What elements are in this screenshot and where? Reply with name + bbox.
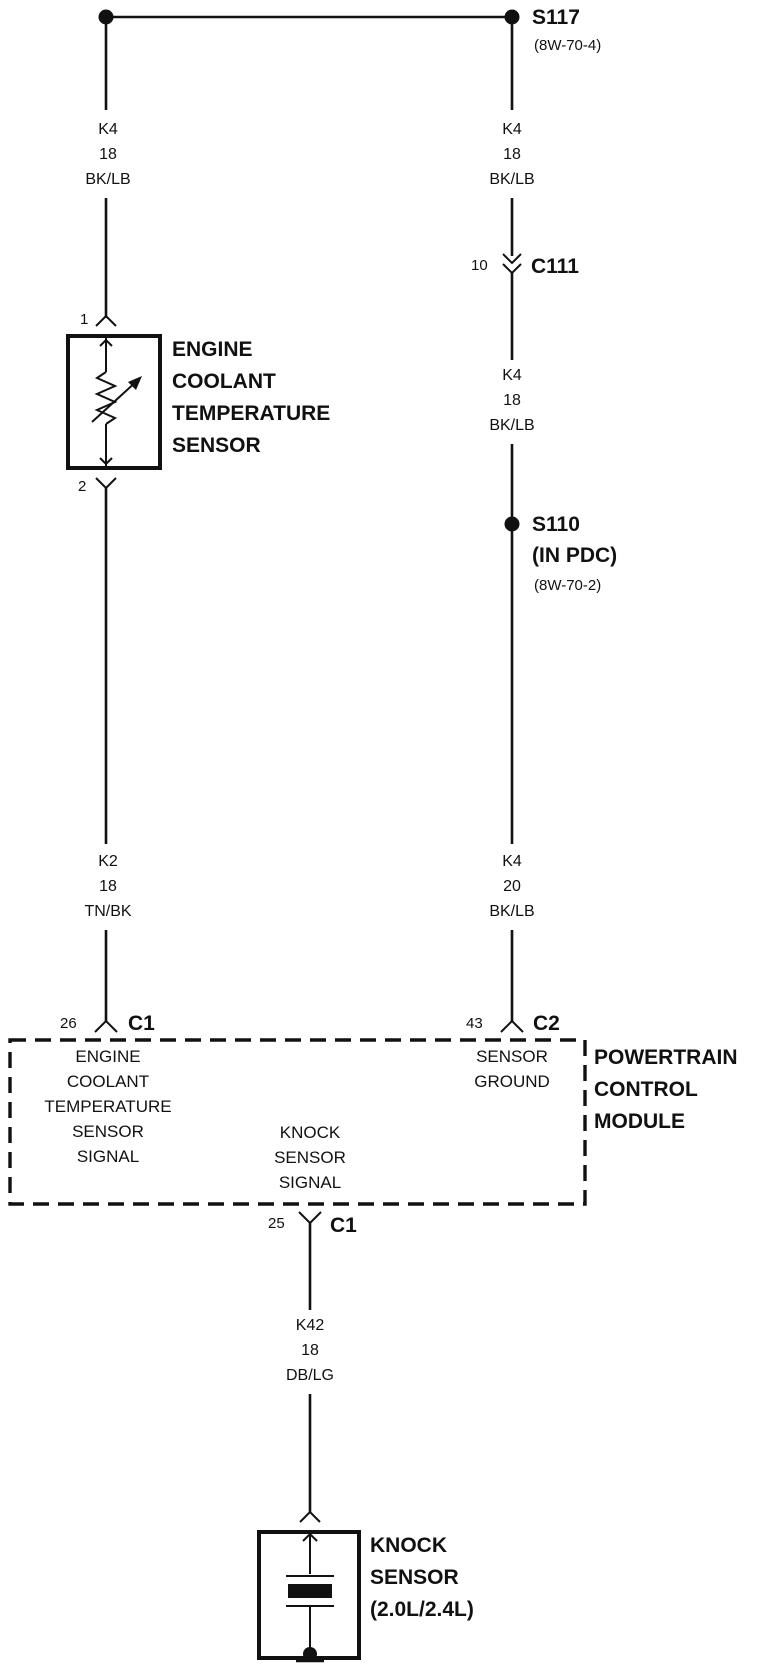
pcm-c2-label: C2: [533, 1012, 560, 1035]
pcm-c1-pin26-label: 26: [60, 1015, 77, 1032]
pcm-knock-signal-line-1: KNOCK: [280, 1123, 341, 1142]
pcm-ect-signal-line-3: TEMPERATURE: [44, 1097, 171, 1116]
ect-name-line-2: COOLANT: [172, 370, 276, 393]
ground-icon: [296, 1647, 324, 1663]
pcm-name-line-2: CONTROL: [594, 1078, 698, 1101]
thermistor-symbol: [91, 336, 142, 468]
left-bottom-wire-gauge: 18: [99, 878, 117, 895]
left-bottom-wire-color: TN/BK: [84, 903, 131, 920]
pcm-c1-pin26-connector: [94, 1019, 118, 1033]
c111-pin-label: 10: [471, 257, 488, 274]
ect-sensor-box: [66, 334, 162, 470]
ect-pin1-label: 1: [80, 311, 88, 328]
pcm-c1-bottom-label: C1: [330, 1214, 357, 1237]
pcm-c1-top-label: C1: [128, 1012, 155, 1035]
right-mid-wire-circuit: K4: [502, 367, 522, 384]
s110-location: (IN PDC): [532, 544, 617, 567]
pcm-box: [8, 1038, 587, 1206]
knock-name-line-3: (2.0L/2.4L): [370, 1598, 474, 1621]
piezo-element-symbol: [286, 1532, 334, 1650]
left-top-wire-circuit: K4: [98, 121, 118, 138]
pcm-c1-pin25-connector: [298, 1211, 322, 1225]
ect-pin2-label: 2: [78, 478, 86, 495]
s110-ref: (8W-70-2): [534, 577, 601, 594]
knock-wire-color: DB/LG: [286, 1367, 334, 1384]
pcm-ect-signal-line-1: ENGINE: [75, 1047, 140, 1066]
knock-wire-circuit: K42: [296, 1317, 325, 1334]
ect-name-line-1: ENGINE: [172, 338, 253, 361]
pcm-sensor-ground-line-2: GROUND: [474, 1072, 550, 1091]
pcm-c2-pin43-connector: [500, 1019, 524, 1033]
pcm-c2-pin43-label: 43: [466, 1015, 483, 1032]
s117-ref: (8W-70-4): [534, 37, 601, 54]
pcm-knock-signal-line-3: SIGNAL: [279, 1173, 341, 1192]
pcm-name-line-1: POWERTRAIN: [594, 1046, 738, 1069]
ect-name-line-4: SENSOR: [172, 434, 261, 457]
right-top-wire-circuit: K4: [502, 121, 522, 138]
knock-name-line-2: SENSOR: [370, 1566, 459, 1589]
pcm-name-line-3: MODULE: [594, 1110, 685, 1133]
knock-name-line-1: KNOCK: [370, 1534, 447, 1557]
ect-pin1-connector: [95, 314, 117, 327]
ect-pin2-connector: [95, 477, 117, 490]
pcm-ect-signal-line-2: COOLANT: [67, 1072, 149, 1091]
c111-label: C111: [531, 255, 579, 278]
left-top-wire-color: BK/LB: [85, 171, 130, 188]
right-top-wire-gauge: 18: [503, 146, 521, 163]
right-top-wire-color: BK/LB: [489, 171, 534, 188]
pcm-ect-signal-line-5: SIGNAL: [77, 1147, 139, 1166]
right-mid-wire-color: BK/LB: [489, 417, 534, 434]
knock-wire-gauge: 18: [301, 1342, 319, 1359]
s117-label: S117: [532, 6, 580, 29]
s110-label: S110: [532, 513, 580, 536]
pcm-ect-signal-line-4: SENSOR: [72, 1122, 144, 1141]
pcm-sensor-ground-line-1: SENSOR: [476, 1047, 548, 1066]
pcm-c1-pin25-label: 25: [268, 1215, 285, 1232]
c111-connector: [502, 253, 522, 275]
right-bottom-wire-gauge: 20: [503, 878, 521, 895]
right-bottom-wire-circuit: K4: [502, 853, 522, 870]
knock-sensor-pin-connector: [299, 1510, 321, 1523]
left-bottom-wire-circuit: K2: [98, 853, 118, 870]
right-mid-wire-gauge: 18: [503, 392, 521, 409]
right-bottom-wire-color: BK/LB: [489, 903, 534, 920]
ect-name-line-3: TEMPERATURE: [172, 402, 330, 425]
left-top-wire-gauge: 18: [99, 146, 117, 163]
pcm-knock-signal-line-2: SENSOR: [274, 1148, 346, 1167]
